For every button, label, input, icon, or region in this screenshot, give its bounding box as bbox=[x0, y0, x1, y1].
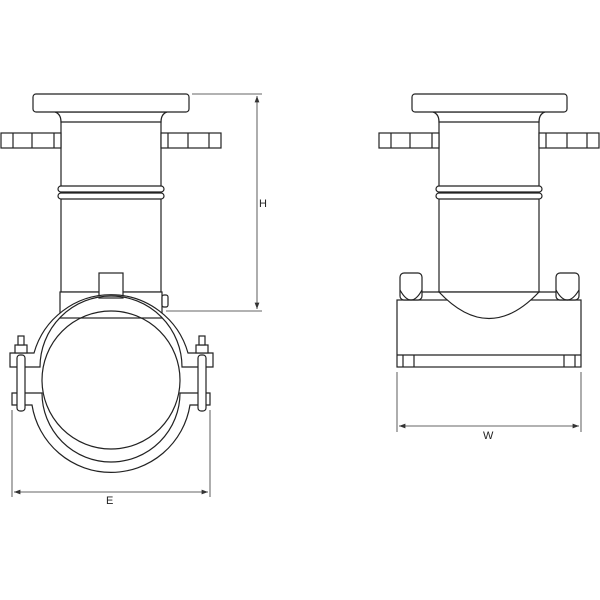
pipe-bore bbox=[41, 310, 181, 450]
indicator bbox=[161, 294, 169, 308]
terminal-nub bbox=[98, 272, 124, 299]
spigot-body bbox=[60, 111, 162, 293]
saddle-width-label: E bbox=[106, 495, 113, 507]
handle-left-side bbox=[378, 132, 440, 149]
handle-right bbox=[160, 132, 222, 149]
front-view: H E bbox=[0, 93, 267, 507]
height-label: H bbox=[259, 198, 267, 210]
handle-left bbox=[0, 132, 62, 149]
spigot-body-side bbox=[438, 111, 540, 293]
body-width-label: W bbox=[483, 430, 494, 442]
side-view: W bbox=[378, 93, 600, 442]
flange bbox=[32, 93, 190, 113]
lower-saddle bbox=[11, 392, 211, 473]
flange-side bbox=[411, 93, 568, 113]
upper-saddle bbox=[9, 294, 214, 368]
saddle-curve bbox=[437, 291, 541, 320]
bolt-left bbox=[14, 335, 28, 412]
handle-right-side bbox=[538, 132, 600, 149]
bolt-right bbox=[195, 335, 209, 412]
flange-neck bbox=[54, 111, 168, 123]
ring-lower bbox=[57, 192, 165, 200]
ring-upper bbox=[57, 185, 165, 193]
